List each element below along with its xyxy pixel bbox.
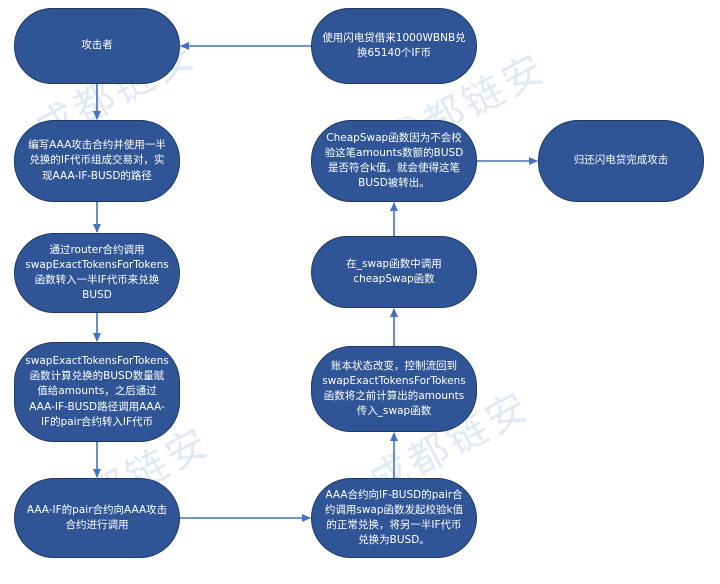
node-router-call: 通过router合约调用swapExactTokensForTokens函数转入… bbox=[14, 233, 180, 313]
node-label: CheapSwap函数因为不会校验这笔amounts数额的BUSD是否符合k值。… bbox=[324, 131, 464, 190]
node-aaa-if-pair: AAA-IF的pair合约向AAA攻击合约进行调用 bbox=[14, 478, 180, 558]
node-label: AAA-IF的pair合约向AAA攻击合约进行调用 bbox=[26, 503, 168, 531]
node-aaa-contract-call: AAA合约向IF-BUSD的pair合约调用swap函数发起校验k值的正常兑换，… bbox=[311, 478, 477, 558]
node-cheapswap: CheapSwap函数因为不会校验这笔amounts数额的BUSD是否符合k值。… bbox=[311, 120, 477, 202]
node-label: 通过router合约调用swapExactTokensForTokens函数转入… bbox=[25, 243, 169, 302]
node-label: 编写AAA攻击合约并使用一半兑换的IF代币组成交易对，实现AAA-IF-BUSD… bbox=[28, 139, 166, 182]
node-label: swapExactTokensForTokens函数计算兑换的BUSD数量赋值给… bbox=[25, 354, 169, 428]
node-write-contract: 编写AAA攻击合约并使用一半兑换的IF代币组成交易对，实现AAA-IF-BUSD… bbox=[14, 120, 180, 202]
node-attacker: 攻击者 bbox=[14, 8, 180, 84]
node-label: AAA合约向IF-BUSD的pair合约调用swap函数发起校验k值的正常兑换，… bbox=[324, 488, 464, 547]
node-label: 使用闪电贷借来1000WBNB兑换65140个IF币 bbox=[322, 31, 466, 59]
node-flash-loan: 使用闪电贷借来1000WBNB兑换65140个IF币 bbox=[311, 8, 477, 84]
node-in-swap: 在_swap函数中调用cheapSwap函数 bbox=[311, 236, 477, 308]
node-label: 账本状态改变，控制流回到swapExactTokensForTokens函数将之… bbox=[322, 359, 466, 418]
node-state-change: 账本状态改变，控制流回到swapExactTokensForTokens函数将之… bbox=[311, 346, 477, 432]
node-repay: 归还闪电贷完成攻击 bbox=[538, 120, 704, 202]
node-label: 在_swap函数中调用cheapSwap函数 bbox=[346, 257, 442, 285]
node-label: 归还闪电贷完成攻击 bbox=[573, 154, 669, 167]
node-label: 攻击者 bbox=[81, 39, 113, 52]
node-swap-calc: swapExactTokensForTokens函数计算兑换的BUSD数量赋值给… bbox=[14, 342, 180, 442]
